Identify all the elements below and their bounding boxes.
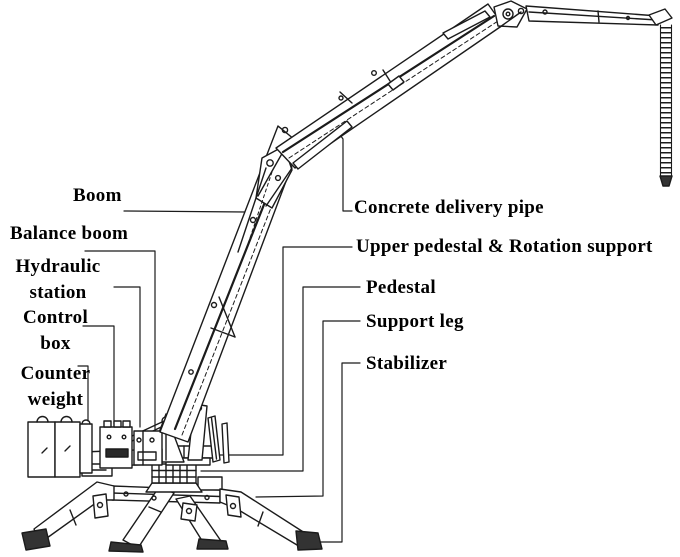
leader-balance-boom — [84, 250, 156, 430]
leader-boom — [123, 210, 247, 213]
support-leg-rear-right — [219, 488, 323, 551]
leader-upper-pedestal — [196, 246, 353, 456]
label-boom: Boom — [73, 185, 122, 206]
label-counter-weight: Counter weight — [20, 363, 91, 410]
label-hydraulic-station: Hydraulic station — [15, 256, 101, 303]
label-pedestal: Pedestal — [366, 277, 436, 298]
leader-stabilizer — [313, 362, 361, 543]
leader-pedestal — [200, 286, 361, 472]
support-leg-front-right — [175, 495, 229, 550]
support-leg-rear-left — [21, 481, 115, 551]
leader-hydraulic-station — [113, 286, 141, 428]
delivery-hose — [648, 8, 673, 187]
control-box — [99, 420, 133, 469]
label-concrete-delivery-pipe: Concrete delivery pipe — [354, 197, 544, 218]
leader-support-leg — [255, 320, 361, 498]
middle-boom — [275, 3, 504, 170]
label-control-box: Control box — [22, 307, 89, 354]
label-support-leg: Support leg — [366, 311, 464, 332]
label-balance-boom: Balance boom — [10, 223, 129, 244]
label-stabilizer: Stabilizer — [366, 353, 448, 374]
counter-weight — [27, 415, 93, 478]
leader-control-box — [82, 325, 115, 425]
tip-joint — [493, 0, 528, 28]
leader-counter-weight — [77, 365, 89, 422]
hydraulic-station — [133, 430, 163, 466]
elbow-joint — [237, 126, 293, 257]
label-upper-pedestal: Upper pedestal & Rotation support — [356, 236, 653, 257]
top-boom — [525, 5, 659, 26]
